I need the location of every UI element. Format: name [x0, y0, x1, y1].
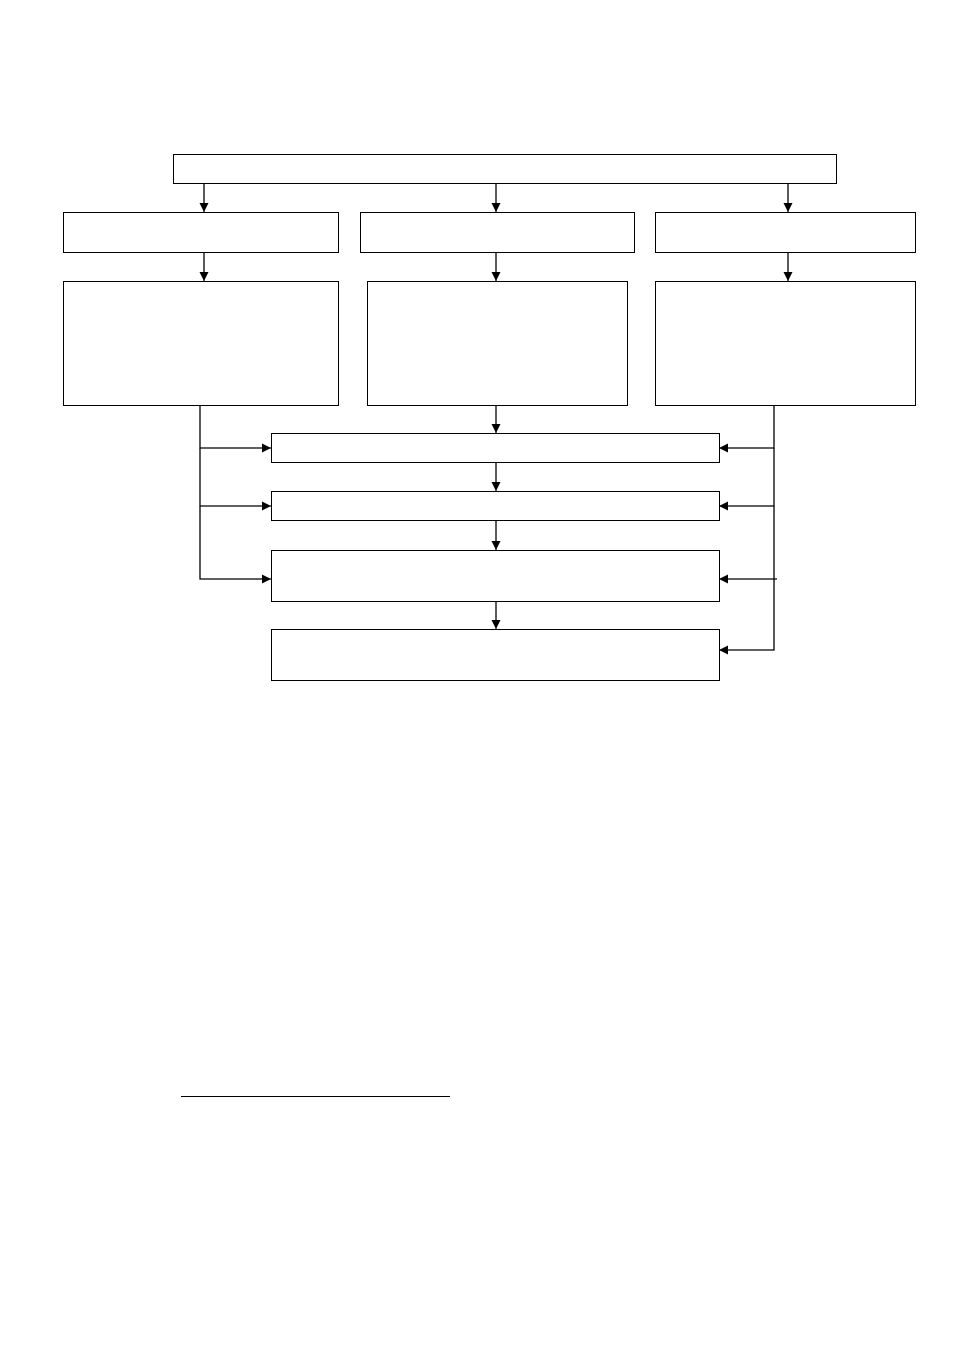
arrowhead-icon	[262, 443, 271, 453]
node-box	[63, 212, 339, 253]
connector-line	[719, 448, 775, 507]
node-box	[63, 281, 339, 406]
connector-top-to-right-header	[783, 183, 793, 212]
connector-top-to-center-header	[491, 183, 501, 212]
node-box	[173, 154, 837, 184]
node-box	[271, 491, 720, 521]
connector-right-body-to-step-3	[719, 574, 777, 584]
arrowhead-icon	[491, 541, 501, 550]
connector-step-3-to-step-4	[491, 601, 501, 629]
arrowhead-icon	[199, 203, 209, 212]
node-left-header	[63, 212, 339, 253]
arrowhead-icon	[199, 272, 209, 281]
node-step-4	[271, 629, 720, 681]
node-right-header	[655, 212, 916, 253]
node-box	[271, 433, 720, 463]
connector-line	[199, 448, 271, 507]
connector-right-header-to-right-body	[783, 252, 793, 281]
connector-left-body-to-step-1	[199, 405, 271, 453]
node-step-2	[271, 491, 720, 521]
connector-line	[199, 506, 271, 580]
node-right-body	[655, 281, 916, 406]
connector-line	[719, 506, 775, 651]
connector-top-to-left-header	[199, 183, 209, 212]
node-box	[655, 212, 916, 253]
arrowhead-icon	[783, 272, 793, 281]
connector-center-body-to-step-1	[491, 405, 501, 433]
node-step-3	[271, 550, 720, 602]
arrowhead-icon	[719, 645, 728, 655]
connector-step-2-to-step-3	[491, 520, 501, 550]
arrowhead-icon	[719, 443, 728, 453]
node-step-1	[271, 433, 720, 463]
node-left-body	[63, 281, 339, 406]
arrowhead-icon	[491, 620, 501, 629]
node-layer	[63, 154, 916, 681]
node-box	[271, 629, 720, 681]
arrowhead-icon	[262, 574, 271, 584]
node-box	[655, 281, 916, 406]
arrowhead-icon	[491, 424, 501, 433]
arrowhead-icon	[783, 203, 793, 212]
connector-layer	[199, 183, 793, 655]
connector-right-body-to-step-4	[719, 506, 775, 655]
arrowhead-icon	[719, 501, 728, 511]
connector-right-body-to-step-2	[719, 448, 775, 511]
arrowhead-icon	[719, 574, 728, 584]
connector-left-body-to-step-2	[199, 448, 271, 511]
connector-center-header-to-center-body	[491, 252, 501, 281]
node-center-body	[367, 281, 628, 406]
arrowhead-icon	[491, 272, 501, 281]
connector-line	[199, 405, 271, 449]
connector-line	[719, 405, 775, 449]
connector-left-header-to-left-body	[199, 252, 209, 281]
node-top	[173, 154, 837, 184]
node-center-header	[360, 212, 635, 253]
node-box	[360, 212, 635, 253]
footnote-separator	[181, 1096, 450, 1097]
connector-right-body-to-step-1	[719, 405, 775, 453]
connector-step-1-to-step-2	[491, 462, 501, 491]
node-box	[271, 550, 720, 602]
connector-left-body-to-step-3	[199, 506, 271, 584]
arrowhead-icon	[491, 482, 501, 491]
arrowhead-icon	[262, 501, 271, 511]
node-box	[367, 281, 628, 406]
arrowhead-icon	[491, 203, 501, 212]
